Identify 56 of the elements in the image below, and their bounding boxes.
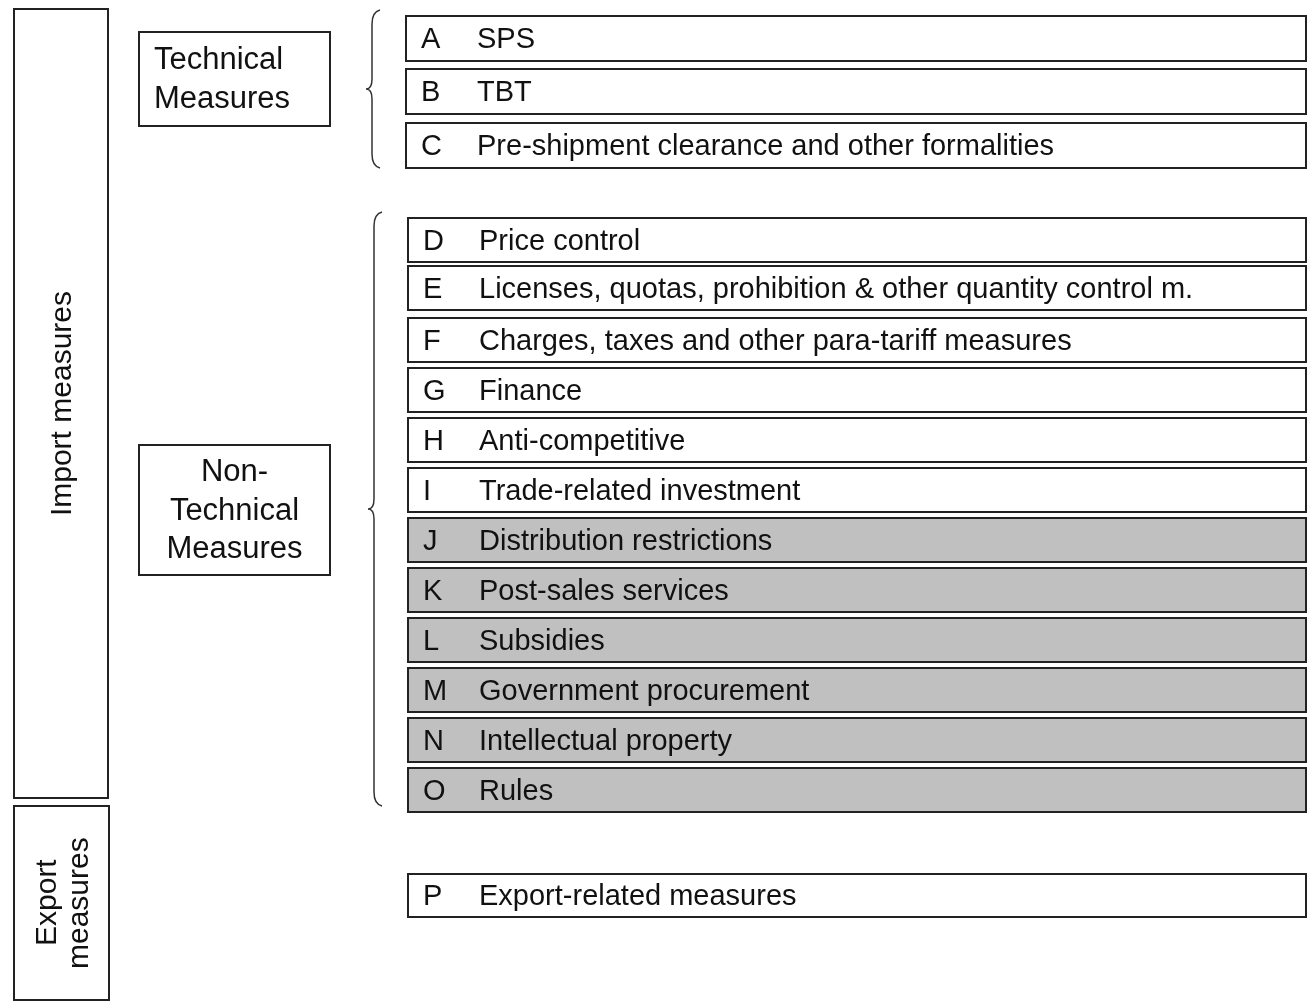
row-label: Subsidies: [478, 623, 605, 657]
measure-row: [407, 717, 1307, 763]
row-letter: M: [422, 673, 449, 707]
category-label: Export measures: [30, 836, 93, 971]
row-letter: K: [422, 573, 444, 607]
row-letter: N: [422, 723, 445, 757]
row-label: Export-related measures: [478, 879, 797, 912]
row-letter: O: [422, 773, 447, 807]
row-letter: D: [422, 223, 445, 257]
row-label: Government procurement: [478, 673, 810, 707]
measure-row: [407, 265, 1307, 311]
row-letter: P: [422, 879, 444, 912]
measure-row: [407, 217, 1307, 263]
category-box: [13, 8, 109, 799]
row-label: Rules: [478, 773, 554, 807]
measure-row: [407, 873, 1307, 918]
measure-row: [407, 317, 1307, 363]
measure-row: [407, 767, 1307, 813]
measure-row: [407, 417, 1307, 463]
row-letter: L: [422, 623, 441, 657]
row-letter: G: [422, 373, 447, 407]
row-label: Trade-related investment: [478, 473, 801, 507]
row-label: Distribution restrictions: [478, 523, 773, 557]
measure-row: [405, 122, 1307, 169]
measure-row: [407, 567, 1307, 613]
row-letter: A: [420, 22, 442, 55]
category-box: [13, 805, 110, 1001]
row-label: Charges, taxes and other para-tariff measures: [478, 323, 1072, 357]
row-letter: E: [422, 271, 444, 305]
row-letter: H: [422, 423, 445, 457]
group-label: Technical Measures: [153, 40, 292, 117]
row-label: Finance: [478, 373, 583, 407]
row-letter: B: [420, 75, 442, 108]
row-label: TBT: [476, 75, 532, 108]
row-label: Pre-shipment clearance and other formalities: [476, 129, 1055, 162]
group-label: Non-Technical Measures: [165, 451, 304, 568]
row-letter: J: [422, 523, 439, 557]
measure-row: [407, 367, 1307, 413]
row-letter: F: [422, 323, 442, 357]
measure-row: [407, 617, 1307, 663]
group-box: [138, 31, 331, 127]
row-letter: I: [422, 473, 433, 507]
row-label: Anti-competitive: [478, 423, 686, 457]
row-label: SPS: [476, 22, 536, 55]
row-label: Post-sales services: [478, 573, 729, 607]
row-label: Price control: [478, 223, 641, 257]
row-label: Intellectual property: [478, 723, 733, 757]
group-box: [138, 444, 331, 576]
row-label: Licenses, quotas, prohibition & other quantity control m.: [478, 271, 1194, 305]
measure-row: [405, 15, 1307, 62]
measure-row: [407, 517, 1307, 563]
category-label: Import measures: [45, 290, 77, 517]
measure-row: [405, 68, 1307, 115]
measure-row: [407, 667, 1307, 713]
measure-row: [407, 467, 1307, 513]
row-letter: C: [420, 129, 443, 162]
